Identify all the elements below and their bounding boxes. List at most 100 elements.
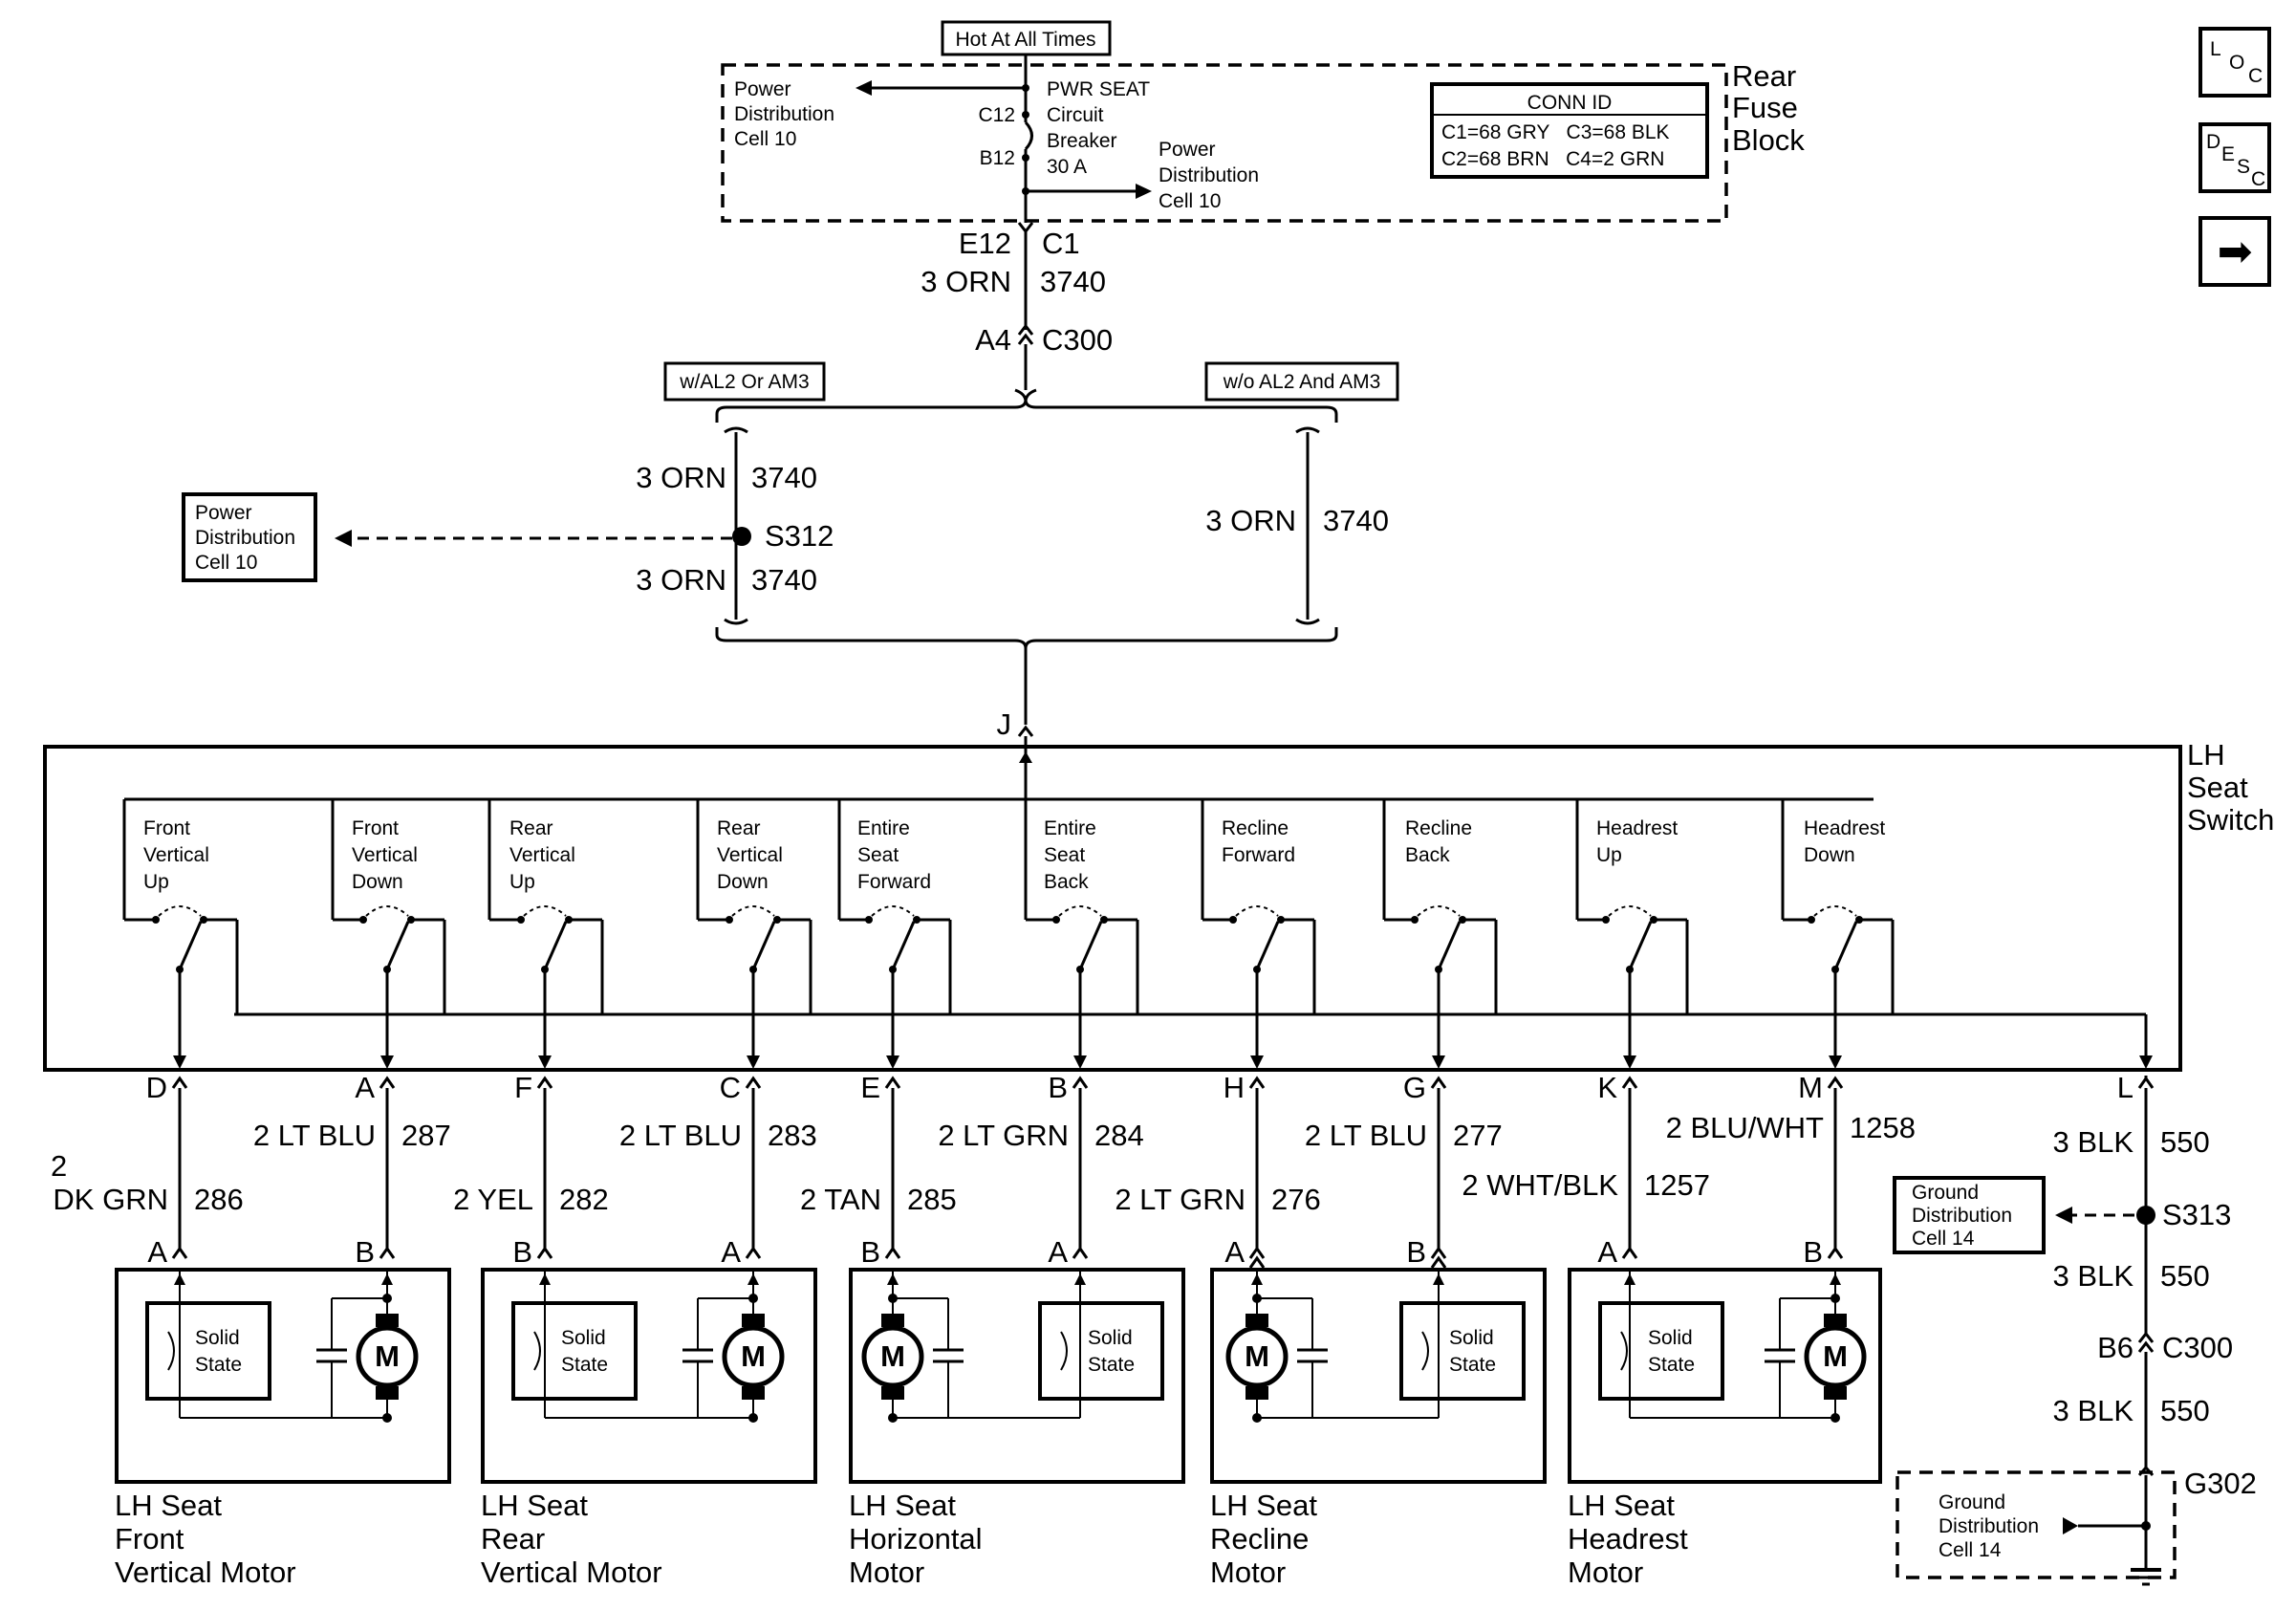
switch-blade (1437, 921, 1462, 970)
desc-button[interactable]: D E S C (2199, 122, 2271, 193)
motor-symbol: M (1245, 1339, 1269, 1373)
circuit-number-label: 3740 (751, 461, 817, 494)
output-pin-label: E (860, 1071, 880, 1104)
conn-id-table (1430, 82, 1709, 179)
motor-icon (722, 1325, 785, 1388)
circuit-number-label: 3740 (1040, 265, 1106, 298)
motor-pin-label: A (1048, 1235, 1068, 1269)
loc-button[interactable]: L O C (2199, 27, 2271, 98)
g302-reference-label: Ground Distribution Cell 14 (1939, 1491, 2045, 1561)
pin-c12-label: C12 (978, 104, 1015, 126)
circuit-number-label: 1257 (1644, 1168, 1710, 1202)
wire-color-label: 3 BLK (2053, 1125, 2134, 1159)
arrow-right-icon: ➡ (2218, 228, 2253, 276)
svg-text:C: C (2248, 65, 2263, 87)
switch-blade (385, 921, 410, 970)
output-pin-label: C (720, 1071, 741, 1104)
circuit-breaker-symbol (1024, 120, 1033, 151)
breaker-label: PWR SEAT Circuit Breaker 30 A (1047, 78, 1156, 178)
option-right-label: w/o AL2 And AM3 (1223, 371, 1381, 393)
solid-state-module (1598, 1301, 1724, 1401)
output-connector (745, 1076, 762, 1089)
svg-text:E: E (2221, 143, 2235, 165)
solid-state-module (145, 1301, 271, 1401)
option-right-box (1204, 361, 1399, 402)
output-pin-label: H (1224, 1071, 1245, 1104)
splice-s312-label: S312 (765, 519, 834, 553)
circuit-number-label: 282 (559, 1183, 609, 1216)
wire-color-label: 2 TAN (800, 1183, 881, 1216)
motor-outline (1568, 1268, 1882, 1484)
motor-outline (115, 1268, 451, 1484)
output-connector (884, 1076, 901, 1089)
svg-text:C: C (2251, 168, 2265, 190)
motor-pin-label: B (355, 1235, 375, 1269)
left-feed-arrow (856, 80, 872, 96)
pin-j-label: J (997, 707, 1012, 741)
circuit-number-label: 550 (2160, 1125, 2210, 1159)
right-feed-arrow (1136, 184, 1152, 199)
hot-at-all-times-label: Hot At All Times (955, 29, 1095, 51)
wire-color-label: 2 BLU/WHT (1666, 1111, 1824, 1144)
motor-outline (481, 1268, 817, 1484)
output-connector (1072, 1076, 1089, 1089)
connector-c300-ground-label: C300 (2162, 1331, 2233, 1364)
circuit-number-label: 285 (907, 1183, 957, 1216)
wire-color-label: 3 ORN (636, 461, 726, 494)
switch-outline (43, 745, 2182, 1072)
s312-reference-arrow (335, 530, 352, 547)
next-page-button[interactable]: ➡ (2199, 216, 2271, 287)
motor-pin-label: A (1597, 1235, 1617, 1269)
hot-at-all-times-box (941, 20, 1112, 56)
switch-blade (1833, 921, 1858, 970)
s313-reference-box (1893, 1176, 2046, 1254)
circuit-number-label: 286 (194, 1183, 244, 1216)
output-pin-label: K (1597, 1071, 1617, 1104)
s313-reference-arrow (2055, 1207, 2072, 1224)
wire-color-label: 2 LT GRN (1115, 1183, 1245, 1216)
connector-c300-ground-symbol (2137, 1331, 2155, 1343)
switch-name: LH Seat Switch (2187, 738, 2274, 837)
option-split: w/AL2 Or AM3 w/o AL2 And AM3 S312 3 ORN … (182, 361, 1399, 725)
wire-color-label: 2 LT GRN (938, 1119, 1069, 1152)
connector-c1-symbol (1017, 222, 1034, 234)
circuit-number-label: 276 (1271, 1183, 1321, 1216)
motor-pin-label: B (860, 1235, 880, 1269)
wire-color-label: 2 YEL (453, 1183, 533, 1216)
svg-text:O: O (2229, 52, 2244, 74)
motor-outline (849, 1268, 1185, 1484)
pin-b12-label: B12 (980, 147, 1015, 169)
pin-j-connector (1017, 725, 1034, 737)
option-left-label: w/AL2 Or AM3 (679, 371, 809, 393)
s312-reference-label: Power Distribution Cell 10 (195, 502, 301, 574)
feed-section: E12 C1 3 ORN 3740 A4 C300 (921, 222, 1113, 390)
circuit-number-label: 1258 (1850, 1111, 1916, 1144)
output-connector (1621, 1076, 1638, 1089)
wire-color-label: 3 ORN (636, 563, 726, 597)
s312-reference-box (182, 492, 317, 582)
